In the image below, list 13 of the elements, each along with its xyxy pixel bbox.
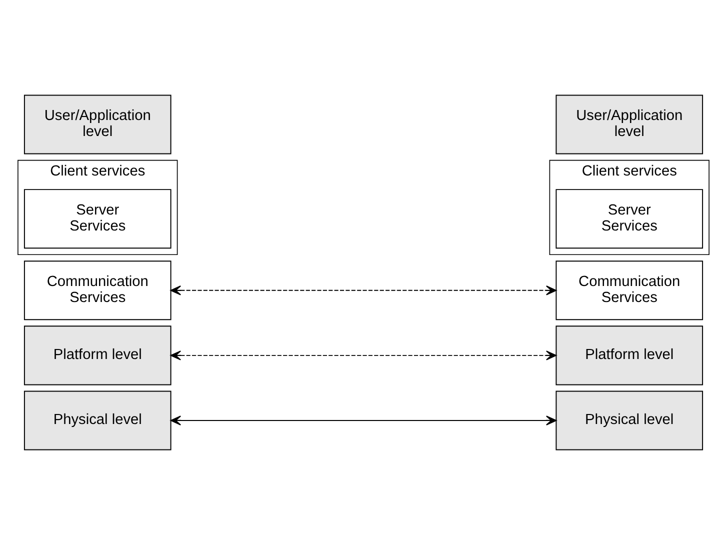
- node-box: Platform level: [24, 325, 172, 385]
- node-box: Physical level: [556, 390, 704, 450]
- arrow: [170, 350, 557, 360]
- node-box: Server Services: [24, 188, 172, 248]
- node-box: User/Application level: [556, 94, 704, 154]
- node-box: User/Application level: [24, 94, 172, 154]
- node-box: Platform level: [556, 325, 704, 385]
- node-box: Server Services: [556, 188, 704, 248]
- node-box: Communication Services: [24, 260, 172, 320]
- arrow: [170, 415, 557, 425]
- arrow: [170, 285, 557, 295]
- node-box: Physical level: [24, 390, 172, 450]
- node-box: Communication Services: [556, 260, 704, 320]
